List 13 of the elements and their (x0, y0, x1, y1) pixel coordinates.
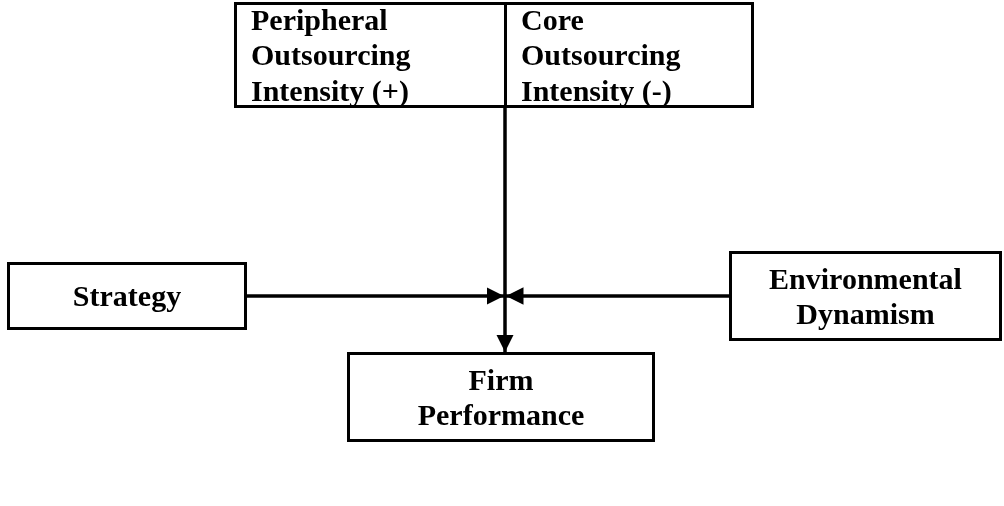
variable-label: Firm Performance (416, 361, 586, 433)
variable-box (234, 2, 507, 108)
variable-label: Strategy (72, 278, 182, 314)
arrow (506, 287, 729, 305)
variable-box (7, 262, 247, 330)
arrow (496, 108, 514, 352)
variable-label: Peripheral Outsourcing Intensity (+) (251, 2, 412, 108)
variable-box (504, 2, 754, 108)
arrow (247, 287, 504, 305)
variable-label: Environmental Dynamism (768, 260, 963, 332)
variable-label: Core Outsourcing Intensity (-) (521, 2, 682, 108)
variable-box (347, 352, 655, 442)
variable-box (729, 251, 1002, 341)
